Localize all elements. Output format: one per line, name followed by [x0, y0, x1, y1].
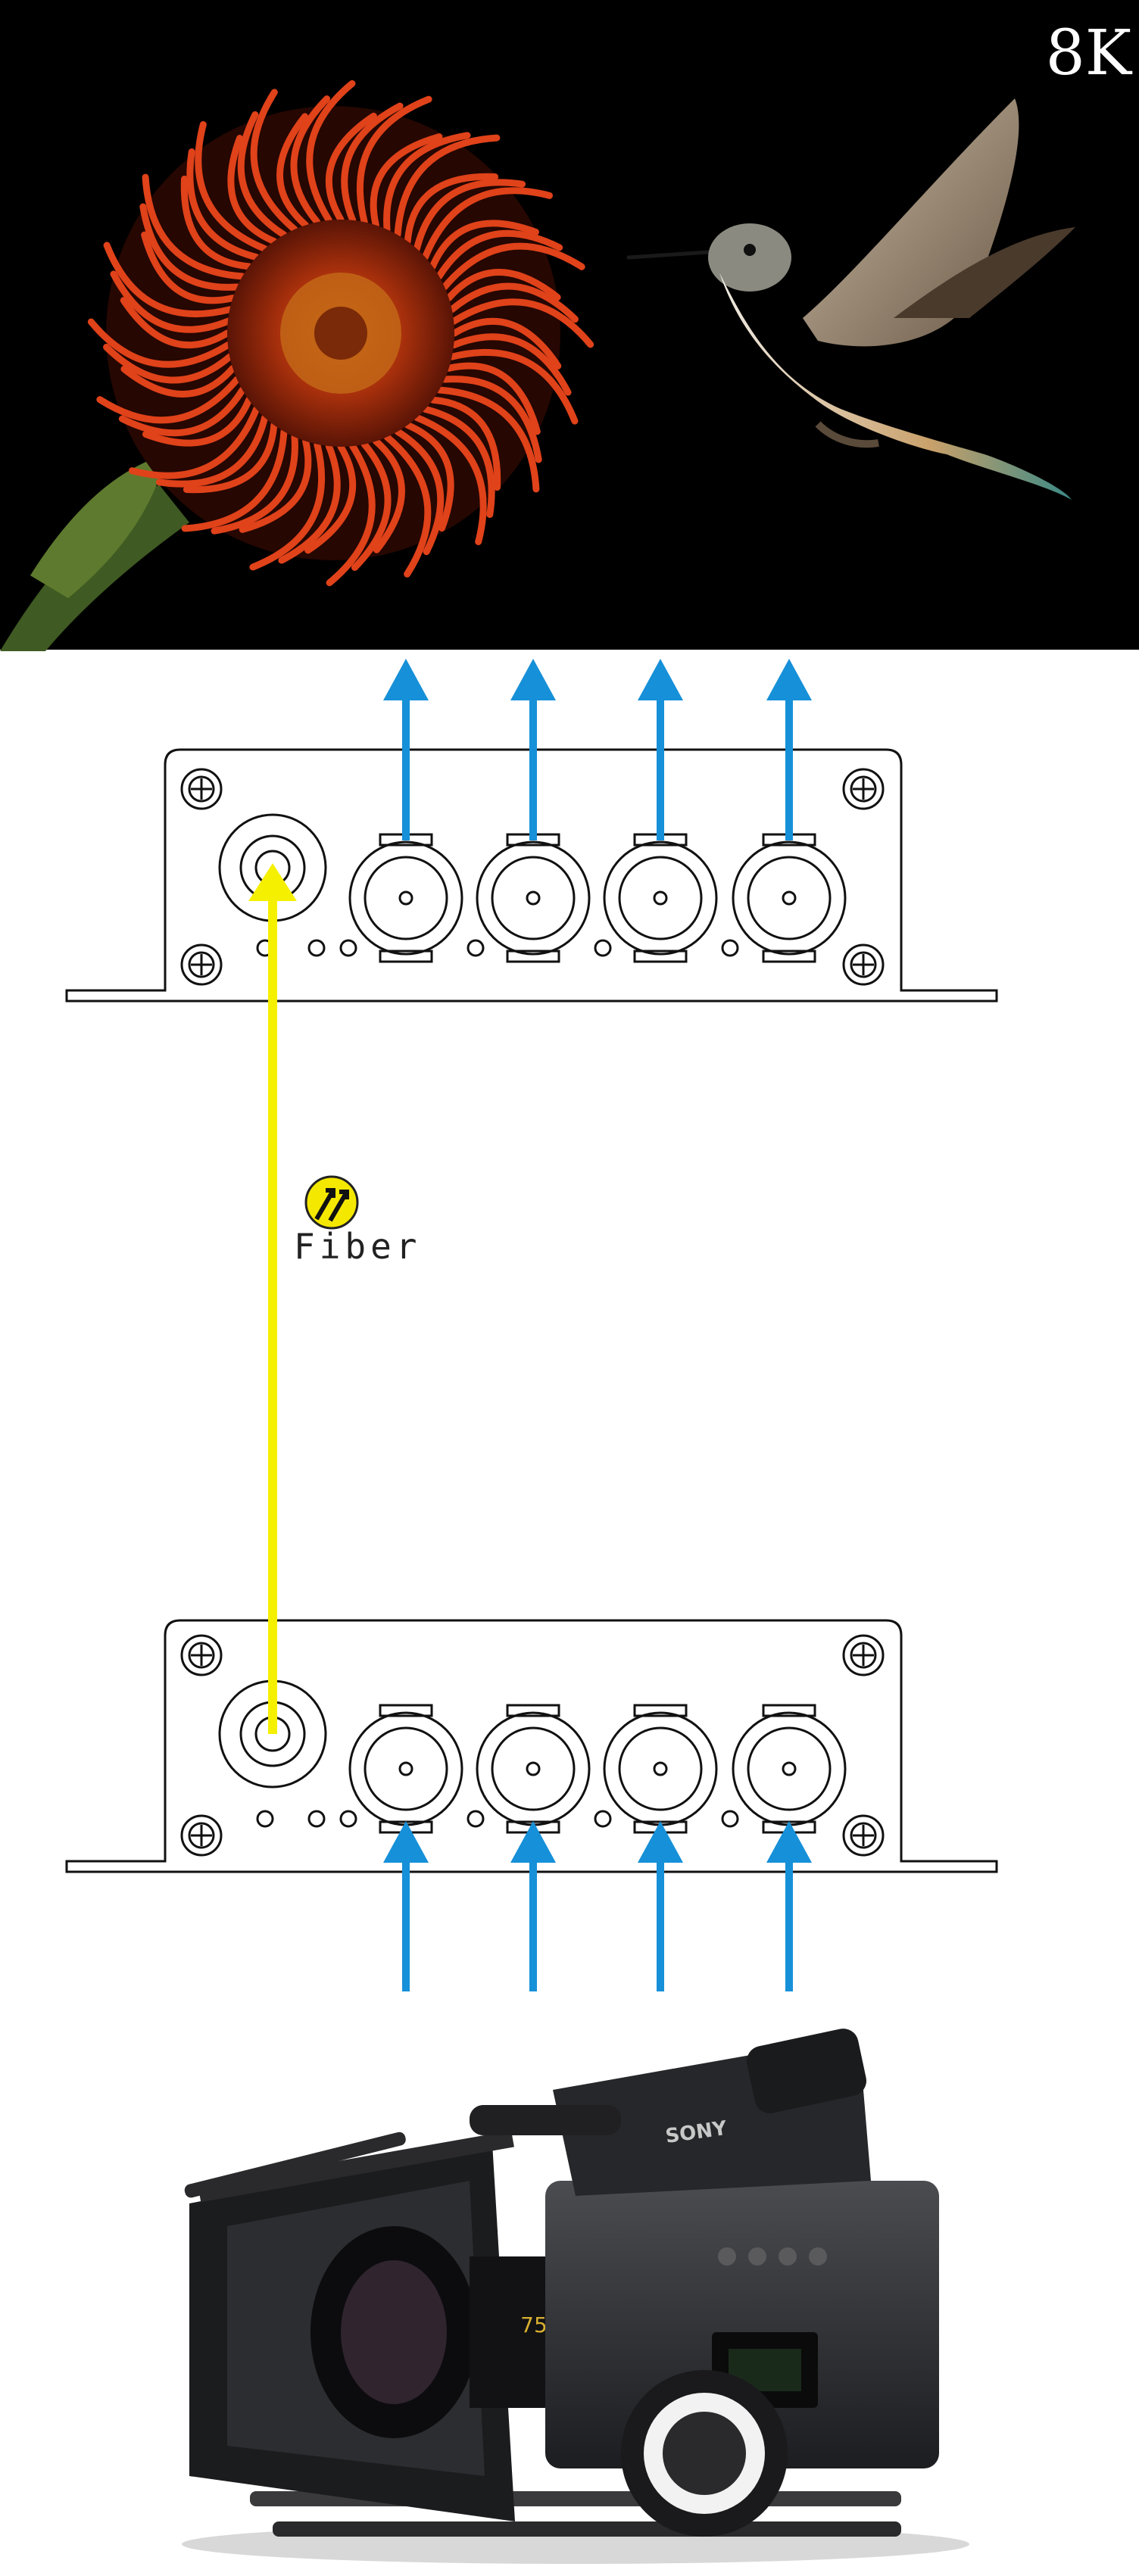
flower-petal [356, 95, 432, 226]
flower-petal [290, 95, 331, 226]
protea-flower [0, 80, 594, 651]
output-arrow-head [638, 659, 683, 700]
flower-petal [448, 282, 579, 323]
flower-petal [448, 348, 579, 425]
flower-petal [87, 318, 232, 368]
flower-petal [181, 428, 288, 532]
flower-petal [413, 413, 487, 545]
output-arrow-head [383, 659, 429, 700]
input-arrow-head [383, 1821, 429, 1863]
flower-petal [306, 80, 356, 224]
flower-petal [142, 173, 246, 280]
screw-icon [842, 768, 885, 810]
flower-petal [445, 269, 561, 302]
flower-petal [110, 270, 232, 333]
screw-icon [180, 768, 223, 810]
flower-petal [404, 173, 499, 245]
fiber-arrow-head [248, 863, 297, 901]
flower-petal [183, 421, 278, 494]
flower-petal [421, 405, 495, 519]
screw-icon [842, 1634, 885, 1676]
input-arrow-head [510, 1821, 556, 1863]
resolution-label: 8K [1046, 17, 1133, 89]
flower-petal [186, 148, 261, 261]
screw-icon [180, 1634, 223, 1676]
flower-petal [445, 362, 541, 435]
flower-petal [211, 433, 298, 535]
bnc-port [603, 833, 718, 963]
flower-petal [370, 133, 443, 229]
output-arrow-head [766, 659, 812, 700]
indicator-leds [256, 1810, 739, 1828]
flower-petal [429, 220, 539, 270]
flower-petal [139, 203, 241, 291]
flower-petal [383, 433, 432, 578]
flower-petal [404, 421, 454, 532]
flower-petal [237, 111, 288, 239]
flower-petal [413, 179, 526, 253]
flower-petal [239, 438, 312, 533]
fiber-link: Fiber [248, 863, 421, 1734]
input-arrow-head [766, 1821, 812, 1863]
flower-petal [441, 242, 585, 291]
signal-arrows [383, 659, 812, 2007]
flower-petal [249, 441, 326, 571]
flower-petal [435, 386, 540, 493]
cinema-camera: 75 SONY [151, 1991, 985, 2576]
flower-petal [421, 187, 553, 261]
follow-focus [621, 2370, 788, 2537]
flower-petal [142, 396, 253, 447]
flower-petal [450, 333, 572, 396]
bnc-port [476, 833, 591, 963]
flower-petal [118, 386, 246, 437]
flower-petal [372, 438, 405, 554]
flower-petal [435, 229, 563, 280]
flower-petal [250, 89, 298, 233]
screw-icon [180, 1814, 223, 1857]
flower-petal [120, 297, 231, 349]
flower-petal [304, 443, 357, 554]
screw-icon [842, 1814, 885, 1857]
fiber-transmitter-device [65, 1619, 998, 1873]
hummingbird [626, 98, 1075, 500]
flower-petal [103, 242, 233, 318]
flower-petal [325, 112, 377, 223]
lens-marking: 75 [520, 2312, 548, 2337]
flower-petal [278, 442, 341, 564]
flower-petal [129, 405, 261, 479]
fiber-label: Fiber [294, 1226, 421, 1267]
flower-petal [276, 113, 310, 229]
flower-petal [394, 134, 501, 239]
bnc-port [348, 833, 463, 963]
flower-petal [429, 396, 501, 491]
indicator-leds [256, 939, 739, 957]
flower-petal [383, 132, 471, 233]
viewfinder: SONY [553, 2029, 871, 2196]
flower-petal [180, 175, 253, 270]
flower-petal [326, 442, 376, 587]
flower-petal [103, 343, 233, 384]
flower-petal [394, 428, 445, 556]
flower-petal [141, 231, 236, 304]
fiber-arrows-icon [304, 1175, 359, 1230]
header-photo: 8K [0, 0, 1139, 651]
flower-petal [441, 376, 542, 463]
output-arrow-head [510, 659, 556, 700]
flower-petal [155, 413, 269, 488]
screw-icon [180, 943, 223, 986]
input-arrow-head [638, 1821, 683, 1863]
flower-petal [351, 441, 392, 571]
flower-petal [451, 317, 562, 370]
flower-petal [227, 135, 278, 245]
flower-petal [450, 298, 594, 348]
flower-petal [195, 121, 269, 253]
flower-petal [120, 364, 236, 398]
flower-petal [341, 102, 404, 224]
flower-petal [96, 376, 241, 424]
top-handle [184, 2105, 621, 2198]
screw-icon [842, 943, 885, 986]
